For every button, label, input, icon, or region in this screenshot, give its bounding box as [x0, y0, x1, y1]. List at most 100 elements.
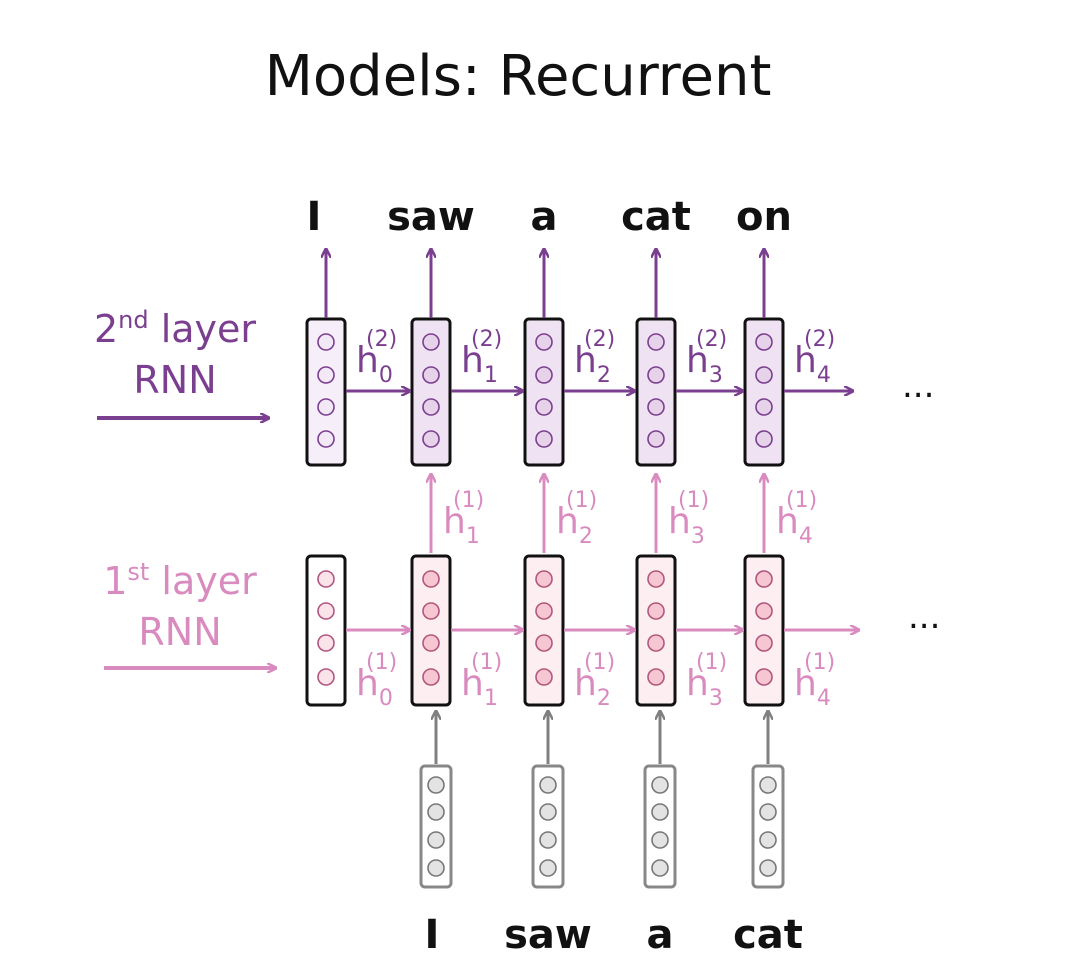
layer1-vector-node [317, 602, 335, 620]
input-vector-box [643, 764, 677, 889]
layer2-vector-box [305, 317, 347, 467]
layer2-vector-node [422, 366, 440, 384]
layer1-vector-node [535, 634, 553, 652]
layer2-vector-node [317, 398, 335, 416]
layer1-state-label: h4 [794, 663, 831, 711]
layer2-vector-node [647, 333, 665, 351]
layer1-vertical-label-sup: (1) [786, 488, 817, 513]
layer2-vector-node [647, 430, 665, 448]
svg-text:1st layer: 1st layer [103, 558, 257, 603]
layer2-vector-node [535, 430, 553, 448]
layer1-vector-node [535, 668, 553, 686]
layer2-state-label-sup: (2) [366, 327, 397, 352]
input-vector [643, 764, 677, 889]
layer2-vector-node [755, 398, 773, 416]
layer1-vertical-label: h3 [668, 501, 705, 549]
layer2-vector-node [535, 366, 553, 384]
layer2-vector-node [755, 366, 773, 384]
layer1-state-label: h2 [574, 663, 611, 711]
input-vector-node [539, 776, 557, 794]
input-vector-box [751, 764, 785, 889]
input-word: I [425, 912, 440, 958]
layer1-state-label-sup: (1) [471, 650, 502, 675]
layer1-vector-node [647, 668, 665, 686]
input-vector-node [651, 803, 669, 821]
layer1-vector-node [755, 570, 773, 588]
input-vector-node [651, 831, 669, 849]
layer2-vector-box [635, 317, 677, 467]
layer1-vertical-label-sup: (1) [566, 488, 597, 513]
input-vector-node [427, 831, 445, 849]
layer1-vector [523, 554, 565, 707]
layer2-label-sup: nd [118, 306, 148, 334]
layer1-vector-node [317, 668, 335, 686]
input-vector-node [651, 776, 669, 794]
input-vector-node [759, 859, 777, 877]
layer1-vector-box [635, 554, 677, 707]
layer2-vector-node [755, 430, 773, 448]
layer1-vector-box [305, 554, 347, 707]
layer2-vector-box [523, 317, 565, 467]
input-vector-node [759, 776, 777, 794]
input-vector-node [539, 831, 557, 849]
layer1-vector-node [755, 634, 773, 652]
layer2-vector-node [535, 333, 553, 351]
layer1-label: 1st layer RNN [103, 558, 275, 668]
layer2-label-num: 2 [94, 307, 118, 351]
layer1-vector-node [422, 570, 440, 588]
output-word: saw [387, 194, 475, 240]
layer1-vector-node [535, 570, 553, 588]
svg-text:2nd layer: 2nd layer [94, 306, 256, 351]
layer2-state-label-sup: (2) [804, 327, 835, 352]
layer2-vector-node [422, 430, 440, 448]
input-word: a [647, 912, 674, 958]
output-word: I [307, 194, 322, 240]
layer1-vector-node [647, 634, 665, 652]
layer1-label-rest: layer [149, 559, 257, 603]
layer2-label-rnn: RNN [133, 358, 216, 402]
layer1-vector-node [422, 602, 440, 620]
layer2-ellipsis: ... [902, 366, 934, 406]
layer2-vector [743, 317, 785, 467]
input-vector [419, 764, 453, 889]
layer1-vector [410, 554, 452, 707]
layer1-state-label-sup: (1) [696, 650, 727, 675]
layer1-vector-node [317, 570, 335, 588]
input-vector-node [539, 859, 557, 877]
layer2-vector-node [755, 333, 773, 351]
layer1-vector-node [422, 668, 440, 686]
input-word: cat [733, 912, 803, 958]
layer2-state-label-sup: (2) [696, 327, 727, 352]
layer1-vector-box [743, 554, 785, 707]
layer1-vector [305, 554, 347, 707]
layer2-vector-node [535, 398, 553, 416]
layer2-vector-node [317, 430, 335, 448]
layer2-state-label-sup: (2) [471, 327, 502, 352]
layer1-vertical-label: h2 [556, 501, 593, 549]
layer2-vector-node [647, 398, 665, 416]
layer1-vertical-label: h1 [443, 501, 480, 549]
input-vector-box [419, 764, 453, 889]
layer1-vector-node [647, 602, 665, 620]
layer1-vector-box [523, 554, 565, 707]
layer1-state-label-sup: (1) [804, 650, 835, 675]
input-vector-node [759, 831, 777, 849]
layer1-vector-node [647, 570, 665, 588]
input-vector-node [427, 776, 445, 794]
layer1-vector [635, 554, 677, 707]
layer2-vector-node [317, 366, 335, 384]
input-vector-box [531, 764, 565, 889]
layer1-vector-node [535, 602, 553, 620]
input-vector-node [759, 803, 777, 821]
output-word: a [531, 194, 558, 240]
layer1-vertical-label-sup: (1) [453, 488, 484, 513]
layer1-vector-node [422, 634, 440, 652]
layer1-ellipsis: ... [908, 597, 940, 637]
layer2-vector-node [422, 398, 440, 416]
layer1-vertical-label: h4 [776, 501, 813, 549]
layer2-state-label-sup: (2) [584, 327, 615, 352]
layer2-vector-box [743, 317, 785, 467]
input-vector [531, 764, 565, 889]
